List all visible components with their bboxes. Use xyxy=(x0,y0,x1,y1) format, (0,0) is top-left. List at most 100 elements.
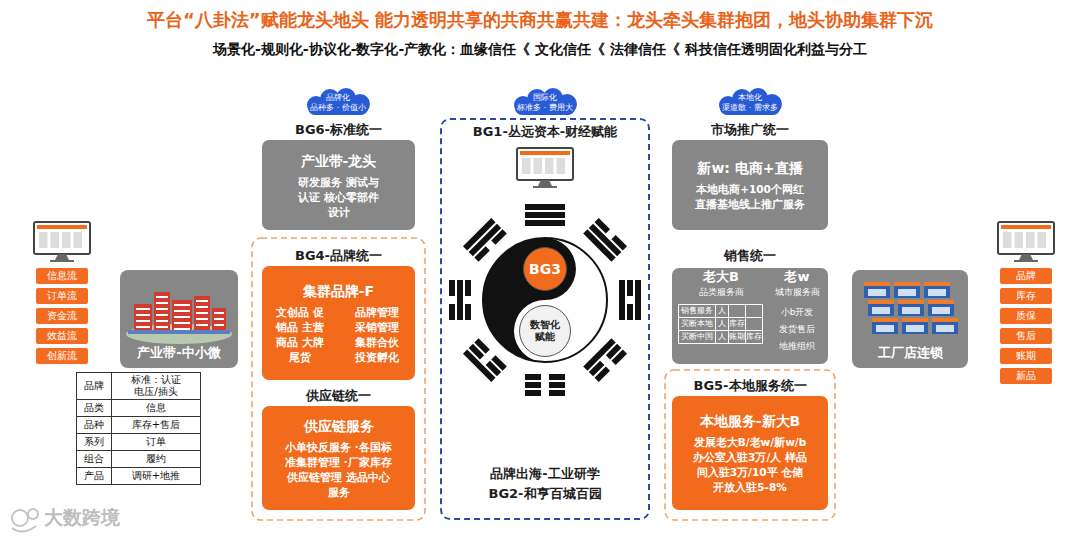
table-cell: 组合 xyxy=(76,450,112,468)
panel-text: 发展老大B/老w/新w/b 办公室入驻3万/人 样品间入驻3万/10平 仓储开放… xyxy=(692,435,809,495)
section-heading: 市场推广统一 xyxy=(672,120,828,140)
cloud-text: 标准多 · 费用大 xyxy=(509,103,581,113)
bottom-caption: 品牌出海-工业研学 BG2-和亨百城百园 xyxy=(486,464,604,504)
flow-tag: 订单流 xyxy=(36,288,88,304)
sales-table-cell: 人 xyxy=(715,304,729,318)
panel-title: 本地服务-新大B xyxy=(678,411,822,431)
sales-box: 销售统一老大B品类服务商老w城市服务商小b开发 发货售后 地推组织 xyxy=(672,246,828,364)
table-cell: 订单 xyxy=(111,433,201,451)
cluster-box: 产业带-中小微 xyxy=(120,270,238,368)
flow-tag-text: 账期 xyxy=(1000,348,1052,364)
table-cell: 品种 xyxy=(76,416,112,434)
table-cell: 信息 xyxy=(111,399,201,417)
panel-title: 新w: 电商+直播 xyxy=(678,158,822,178)
flow-tag: 质保 xyxy=(1000,308,1052,324)
trigram xyxy=(583,338,627,382)
flow-tag: 创新流 xyxy=(36,348,88,364)
cloud-text: 渠道散 · 需求多 xyxy=(714,103,786,113)
sales-table-cell: 账期 xyxy=(728,330,746,344)
panel-text: 小单快反服务 ·各国标准集群管理 ·厂家库存供应链管理 选品中心服务 xyxy=(285,440,392,500)
flow-tag: 资金流 xyxy=(36,308,88,324)
watermark-logo xyxy=(12,509,38,532)
monitor-icons xyxy=(34,148,1054,262)
trigram xyxy=(463,338,507,382)
page-title: 平台“八卦法”赋能龙头地头 能力透明共享的共商共赢共建：龙头牵头集群抱团，地头协… xyxy=(0,8,1080,32)
flow-tag-text: 质保 xyxy=(1000,308,1052,324)
trigram xyxy=(619,280,641,320)
illustration xyxy=(120,274,238,344)
flow-tag: 品牌 xyxy=(1000,268,1052,284)
bagua-trigrams xyxy=(449,204,641,396)
panel: 本地服务-新大B 发展老大B/老w/新w/b 办公室入驻3万/人 样品间入驻3万/… xyxy=(672,396,828,510)
cloud-title: 国际化 xyxy=(509,93,581,103)
flow-tag-text: 效益流 xyxy=(36,328,88,344)
panel-title: 集群品牌-F xyxy=(268,281,409,301)
section-heading: 供应链统一 xyxy=(262,386,415,406)
unit-box: BG4-品牌统一集群品牌-F文创品 促销品 主营商品 大牌尾货品牌管理 采销管理… xyxy=(262,246,415,382)
panel-text: 本地电商+100个网红 直播基地线上推广服务 xyxy=(693,182,807,212)
section-heading: BG4-品牌统一 xyxy=(262,246,415,266)
sales-column: 老w城市服务商小b开发 发货售后 地推组织 xyxy=(768,268,826,360)
flow-tag-text: 创新流 xyxy=(36,348,88,364)
sales-table-cell xyxy=(728,304,746,318)
table-cell: 产品 xyxy=(76,467,112,485)
column-title: 老大B xyxy=(676,268,766,286)
table-cell: 标准：认证 电压/插头 xyxy=(111,372,201,400)
section-heading: BG6-标准统一 xyxy=(262,120,415,140)
flow-tag-text: 库存 xyxy=(1000,288,1052,304)
sales-table-cell xyxy=(745,317,763,331)
table-cell: 履约 xyxy=(111,450,201,468)
monitor-icon xyxy=(34,222,90,262)
circle-text: BG3 xyxy=(529,261,561,278)
column-text: 小b开发 发货售后 地推组织 xyxy=(777,304,817,355)
flow-tag-text: 售后 xyxy=(1000,328,1052,344)
panel-text: 品牌管理 采销管理 集群合伙 投资孵化 xyxy=(353,305,401,365)
trigram xyxy=(525,374,565,396)
sales-table-cell: 库存 xyxy=(728,317,746,331)
unit-box: BG5-本地服务统一本地服务-新大B 发展老大B/老w/新w/b 办公室入驻3万/… xyxy=(672,376,828,512)
section-heading: BG5-本地服务统一 xyxy=(672,376,828,396)
trigram xyxy=(449,280,471,320)
table-cell: 品类 xyxy=(76,399,112,417)
cloud-title: 本地化 xyxy=(714,93,786,103)
table-cell: 库存+售后 xyxy=(111,416,201,434)
subtitle: 场景化-规则化-协议化-数字化-产教化：血缘信任《 文化信任《 法律信任《 科技… xyxy=(0,40,1080,60)
flow-tag: 效益流 xyxy=(36,328,88,344)
cloud-title: 品牌化 xyxy=(302,93,374,103)
table-cell: 调研+地推 xyxy=(111,467,201,485)
flow-tag: 库存 xyxy=(1000,288,1052,304)
flow-tag-text: 资金流 xyxy=(36,308,88,324)
panel: 供应链服务小单快反服务 ·各国标准集群管理 ·厂家库存供应链管理 选品中心服务 xyxy=(262,406,415,510)
unit-box: 供应链统一供应链服务小单快反服务 ·各国标准集群管理 ·厂家库存供应链管理 选品… xyxy=(262,386,415,512)
yang-half xyxy=(514,238,607,362)
flow-tag: 账期 xyxy=(1000,348,1052,364)
cloud-tag: 品牌化品种多 · 价值小 xyxy=(302,88,374,116)
yin-yang-outline xyxy=(483,238,607,362)
column-title: 老w xyxy=(768,268,826,286)
panel: 新w: 电商+直播本地电商+100个网红 直播基地线上推广服务 xyxy=(672,140,828,230)
monitor-icon xyxy=(517,148,573,188)
box-label: 工厂店连锁 xyxy=(852,344,968,362)
store-box: 工厂店连锁 xyxy=(852,270,968,368)
sales-table-cell: 买断本地 xyxy=(678,317,716,331)
cloud-text: 品种多 · 价值小 xyxy=(302,103,374,113)
section-heading: 销售统一 xyxy=(672,246,828,266)
flow-tag-text: 品牌 xyxy=(1000,268,1052,284)
monitor-icon xyxy=(998,222,1054,262)
flow-tag: 新品 xyxy=(1000,368,1052,384)
flow-tag-text: 信息流 xyxy=(36,268,88,284)
trigram xyxy=(463,218,507,262)
flow-tag-text: 新品 xyxy=(1000,368,1052,384)
panel: 产业带-龙头研发服务 测试与认证 核心零部件设计 xyxy=(262,140,415,230)
sales-column: 老大B品类服务商 xyxy=(676,268,766,302)
yin-half xyxy=(483,238,607,362)
illustration xyxy=(852,274,968,344)
flow-tag-text: 订单流 xyxy=(36,288,88,304)
panel-title: 供应链服务 xyxy=(268,416,409,436)
table-cell: 系列 xyxy=(76,433,112,451)
section-heading: BG1-丛远资本-财经赋能 xyxy=(442,122,648,142)
core-circle: 数智化 赋能 xyxy=(519,305,571,357)
yin-yang xyxy=(483,238,607,362)
core-circle: BG3 xyxy=(523,247,567,291)
